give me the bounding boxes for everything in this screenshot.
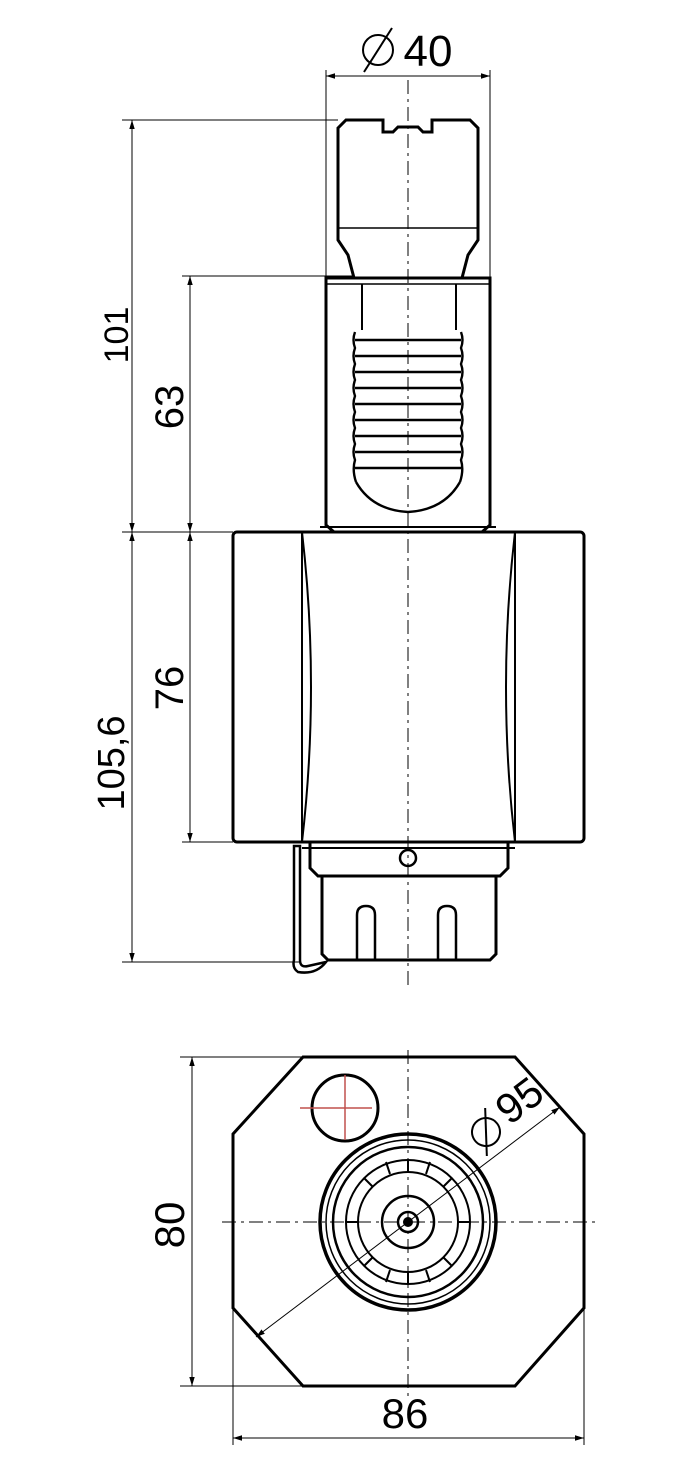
front-view-dimensions: [180, 1056, 585, 1445]
diameter-symbol-front: [471, 1107, 501, 1157]
front-body-outline: [231, 1055, 586, 1388]
dim-shank-length: 63: [148, 385, 192, 430]
dim-front-height: 80: [146, 1202, 193, 1249]
dim-total-height: 101: [98, 307, 136, 364]
lower-ring: [308, 840, 510, 878]
thread: [352, 331, 464, 514]
coolant-hole-center-marker: [300, 1075, 372, 1140]
side-view-dimensions: [122, 70, 491, 963]
side-view: [231, 80, 586, 990]
collet-nut: [320, 874, 498, 962]
dim-lower-height: 105,6: [91, 715, 133, 810]
diameter-symbol: [362, 27, 394, 73]
dim-body-height: 76: [148, 666, 192, 711]
coolant-pin: [292, 844, 330, 974]
dim-front-width: 86: [382, 1390, 429, 1437]
dim-shank-diameter: 40: [404, 27, 453, 76]
